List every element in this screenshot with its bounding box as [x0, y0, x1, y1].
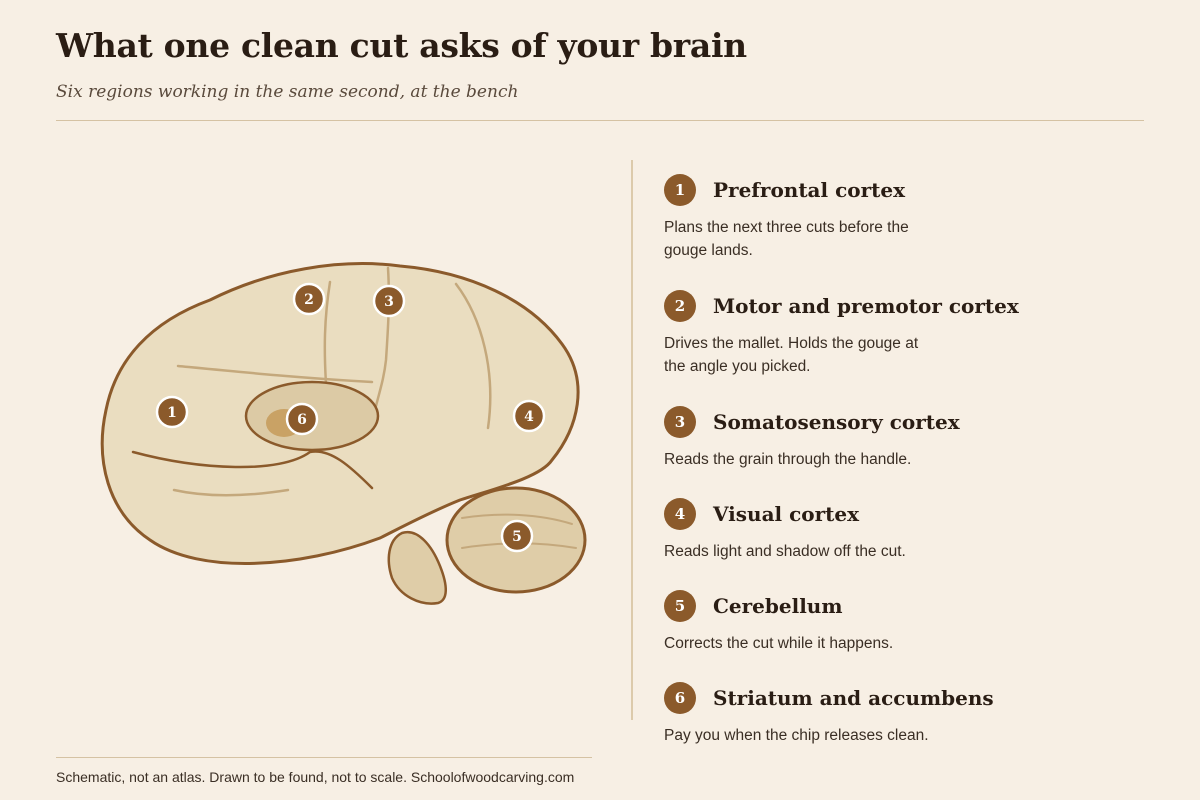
legend-item: 4 Visual cortex Reads light and shadow o… — [664, 494, 1164, 563]
legend-item: 6 Striatum and accumbens Pay you when th… — [664, 678, 1164, 747]
legend-description: Reads the grain through the handle. — [664, 451, 912, 468]
legend-title: Striatum and accumbens — [713, 686, 994, 710]
legend-number-badge: 6 — [664, 682, 696, 714]
legend-item: 3 Somatosensory cortex Reads the grain t… — [664, 402, 1164, 471]
region-marker-label: 1 — [167, 405, 177, 421]
legend-number-badge: 5 — [664, 590, 696, 622]
column-divider — [631, 160, 633, 720]
legend-number-badge: 4 — [664, 498, 696, 530]
legend-title: Prefrontal cortex — [713, 178, 906, 202]
legend-title: Somatosensory cortex — [713, 410, 960, 434]
brainstem — [387, 530, 447, 605]
legend-description: Reads light and shadow off the cut. — [664, 543, 906, 560]
legend-item: 2 Motor and premotor cortex Drives the m… — [664, 286, 1164, 378]
legend-description: Corrects the cut while it happens. — [664, 635, 894, 652]
page-subtitle: Six regions working in the same second, … — [56, 82, 519, 102]
region-marker — [512, 399, 546, 433]
region-marker-label: 4 — [524, 409, 534, 425]
legend-number-badge: 1 — [664, 174, 696, 206]
region-marker — [372, 284, 406, 318]
legend-title: Motor and premotor cortex — [713, 294, 1019, 318]
lateral-fissure — [131, 450, 374, 490]
region-marker-label: 3 — [384, 294, 394, 310]
region-marker-label: 6 — [297, 412, 307, 428]
legend-number-badge: 3 — [664, 406, 696, 438]
legend-title: Cerebellum — [713, 594, 843, 618]
region-marker — [285, 402, 319, 436]
region-marker-label: 5 — [512, 529, 522, 545]
footer-divider — [56, 757, 592, 758]
header-divider — [56, 120, 1144, 121]
legend-description: Pay you when the chip releases clean. — [664, 727, 929, 744]
legend-description: Plans the next three cuts before the gou… — [664, 219, 909, 259]
legend-item: 1 Prefrontal cortex Plans the next three… — [664, 170, 1164, 262]
legend-item: 5 Cerebellum Corrects the cut while it h… — [664, 586, 1164, 655]
region-marker-label: 2 — [304, 292, 314, 308]
legend-description: Drives the mallet. Holds the gouge at th… — [664, 335, 919, 375]
region-marker — [500, 519, 534, 553]
region-markers: 1 2 3 4 5 6 — [155, 282, 546, 553]
page-title: What one clean cut asks of your brain — [56, 26, 747, 65]
footnote: Schematic, not an atlas. Drawn to be fou… — [56, 769, 575, 785]
region-marker — [155, 395, 189, 429]
brain-diagram: 1 2 3 4 5 6 — [100, 262, 587, 605]
legend-number-badge: 2 — [664, 290, 696, 322]
legend-title: Visual cortex — [713, 502, 860, 526]
region-marker — [292, 282, 326, 316]
